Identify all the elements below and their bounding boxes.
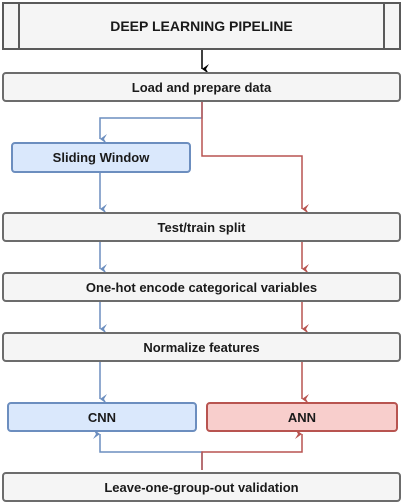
title-left-bar [18, 4, 20, 48]
edge-validation-to-cnn [93, 429, 203, 470]
node-cnn: CNN [7, 402, 197, 432]
edge-load-to-split-red [201, 102, 309, 214]
node-leave-one-group-out-validation: Leave-one-group-out validation [2, 472, 401, 502]
node-ann: ANN [206, 402, 398, 432]
node-one-hot-encode: One-hot encode categorical variables [2, 272, 401, 302]
diagram-title: DEEP LEARNING PIPELINE [2, 2, 401, 50]
title-right-bar [383, 4, 385, 48]
node-normalize-features: Normalize features [2, 332, 401, 362]
node-load-data: Load and prepare data [2, 72, 401, 102]
node-test-train-split: Test/train split [2, 212, 401, 242]
edge-validation-to-ann [201, 429, 303, 470]
edge-load-to-sliding [99, 102, 203, 144]
diagram-title-text: DEEP LEARNING PIPELINE [110, 18, 293, 34]
node-sliding-window: Sliding Window [11, 142, 191, 173]
